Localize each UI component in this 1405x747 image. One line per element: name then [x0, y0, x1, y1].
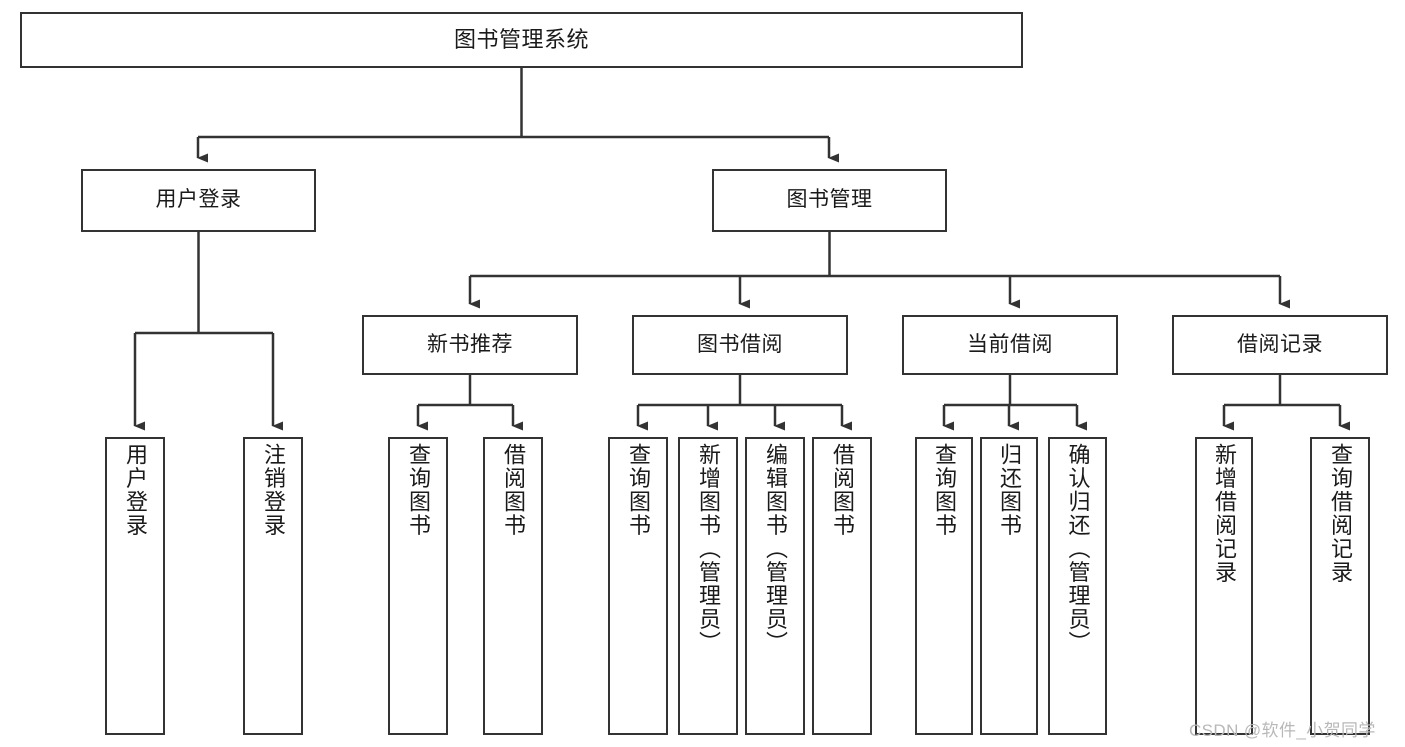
- node-label: 借阅图书: [501, 443, 526, 537]
- node-leaf-rec-2[interactable]: 查询借阅记录: [1310, 437, 1370, 735]
- node-label: 新书推荐: [427, 332, 513, 356]
- node-login[interactable]: 用户登录: [81, 169, 316, 232]
- node-label: 查询图书: [626, 443, 651, 537]
- node-label: 借阅图书: [830, 443, 855, 537]
- node-leaf-cur-3[interactable]: 确认归还（管理员）: [1048, 437, 1107, 735]
- connector-mgmt-to-level2: [468, 232, 1290, 309]
- node-label: 图书借阅: [697, 332, 783, 356]
- node-label: 查询借阅记录: [1328, 443, 1353, 584]
- node-label: 图书管理系统: [453, 27, 589, 53]
- node-leaf-cur-2[interactable]: 归还图书: [980, 437, 1038, 735]
- node-leaf-borrow-2[interactable]: 新增图书（管理员）: [678, 437, 738, 735]
- node-bookmgmt[interactable]: 图书管理: [712, 169, 947, 232]
- node-root[interactable]: 图书管理系统: [20, 12, 1023, 68]
- connector-root-to-level1: [196, 68, 839, 163]
- node-label: 归还图书: [997, 443, 1022, 537]
- connector-group: [133, 68, 1350, 431]
- node-label: 当前借阅: [967, 332, 1053, 356]
- connector-cur-to-leaves: [942, 375, 1087, 431]
- node-newbook[interactable]: 新书推荐: [362, 315, 578, 375]
- node-label: 用户登录: [155, 188, 242, 212]
- node-label: 用户登录: [123, 443, 148, 537]
- node-label: 编辑图书（管理员）: [763, 443, 788, 655]
- node-label: 注销登录: [261, 443, 286, 537]
- node-label: 确认归还（管理员）: [1065, 443, 1091, 655]
- connector-borrow-to-leaves: [636, 375, 852, 431]
- connector-new-to-leaves: [416, 375, 523, 431]
- node-leaf-new-2[interactable]: 借阅图书: [483, 437, 543, 735]
- node-leaf-new-1[interactable]: 查询图书: [388, 437, 448, 735]
- connector-rec-to-leaves: [1222, 375, 1350, 431]
- node-borrow[interactable]: 图书借阅: [632, 315, 848, 375]
- node-current[interactable]: 当前借阅: [902, 315, 1118, 375]
- node-leaf-login-1[interactable]: 用户登录: [105, 437, 165, 735]
- node-label: 借阅记录: [1237, 332, 1323, 356]
- node-leaf-rec-1[interactable]: 新增借阅记录: [1195, 437, 1253, 735]
- node-label: 图书管理: [786, 188, 873, 212]
- node-label: 新增借阅记录: [1212, 443, 1237, 584]
- connector-login-to-leaves: [133, 232, 283, 431]
- node-leaf-cur-1[interactable]: 查询图书: [915, 437, 973, 735]
- node-label: 新增图书（管理员）: [696, 443, 721, 655]
- node-label: 查询图书: [932, 443, 957, 537]
- node-leaf-login-2[interactable]: 注销登录: [243, 437, 303, 735]
- node-leaf-borrow-4[interactable]: 借阅图书: [812, 437, 872, 735]
- node-record[interactable]: 借阅记录: [1172, 315, 1388, 375]
- node-label: 查询图书: [406, 443, 431, 537]
- node-leaf-borrow-1[interactable]: 查询图书: [608, 437, 668, 735]
- node-leaf-borrow-3[interactable]: 编辑图书（管理员）: [745, 437, 805, 735]
